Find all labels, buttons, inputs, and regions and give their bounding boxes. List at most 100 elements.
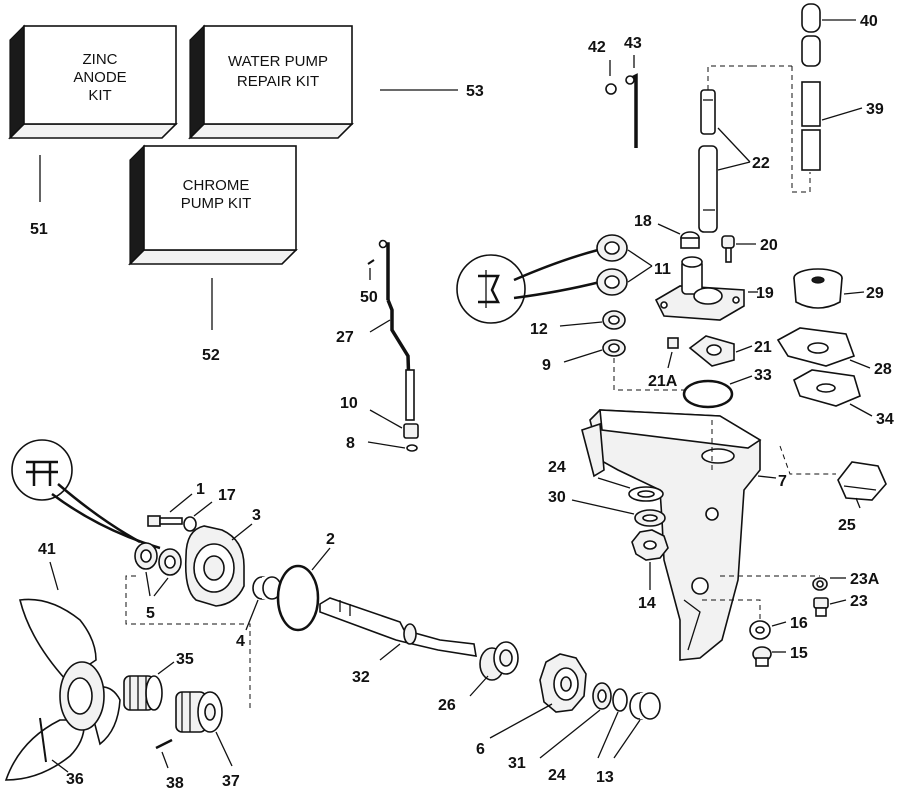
chrome-pump-kit-box: CHROME PUMP KIT bbox=[128, 144, 298, 266]
callout-26: 26 bbox=[438, 697, 456, 714]
seal-inset-11 bbox=[456, 248, 601, 324]
callout-31: 31 bbox=[508, 755, 526, 772]
drive-hub-37 bbox=[175, 691, 233, 767]
impeller-key-21A bbox=[667, 337, 679, 369]
callout-14: 14 bbox=[638, 595, 656, 612]
callout-34: 34 bbox=[876, 411, 894, 428]
water-kit-line2: REPAIR KIT bbox=[237, 73, 319, 90]
callout-5: 5 bbox=[146, 605, 155, 622]
zinc-kit-line2: ANODE bbox=[73, 69, 126, 86]
driveshaft-extension-40 bbox=[801, 3, 856, 67]
seal-11 bbox=[596, 234, 653, 296]
bushing-9 bbox=[563, 339, 626, 363]
bearing-30 bbox=[571, 499, 666, 527]
callout-29: 29 bbox=[866, 285, 884, 302]
pinion-gear-14 bbox=[631, 529, 669, 590]
pump-housing-19 bbox=[654, 256, 758, 321]
o-ring-2 bbox=[276, 547, 331, 632]
callout-13: 13 bbox=[596, 769, 614, 786]
chrome-kit-line1: CHROME bbox=[183, 177, 250, 194]
callout-11: 11 bbox=[654, 261, 671, 278]
propeller-shaft-32 bbox=[319, 597, 477, 661]
callout-37: 37 bbox=[222, 773, 240, 790]
callout-39: 39 bbox=[866, 101, 884, 118]
bearing-housing-3 bbox=[184, 523, 253, 607]
plug-15 bbox=[752, 646, 786, 667]
zinc-kit-line3: KIT bbox=[88, 87, 111, 104]
clutch-dog-26 bbox=[469, 641, 519, 697]
callout-10: 10 bbox=[340, 395, 358, 412]
callout-2: 2 bbox=[326, 531, 335, 548]
callout-42: 42 bbox=[588, 39, 606, 56]
bushing-18 bbox=[657, 223, 700, 249]
gear-25 bbox=[837, 461, 887, 509]
bushing-13 bbox=[613, 692, 661, 759]
callout-15: 15 bbox=[790, 645, 808, 662]
callout-4: 4 bbox=[236, 633, 245, 650]
plate-28 bbox=[776, 327, 871, 369]
connector-10 bbox=[369, 409, 419, 439]
nut-42 bbox=[605, 60, 617, 95]
callout-20: 20 bbox=[760, 237, 778, 254]
water-pump-repair-kit-box: WATER PUMP REPAIR KIT bbox=[188, 24, 354, 140]
callout-23: 23 bbox=[850, 593, 868, 610]
callout-24-bottom: 24 bbox=[548, 767, 566, 784]
gearcase-7 bbox=[581, 409, 777, 661]
gasket-16 bbox=[749, 620, 787, 640]
bearing-31 bbox=[539, 682, 612, 759]
rod-43 bbox=[625, 55, 638, 148]
callout-52: 52 bbox=[202, 347, 220, 364]
callout-51: 51 bbox=[30, 221, 48, 238]
callout-19: 19 bbox=[756, 285, 774, 302]
zinc-anode-kit-box: ZINC ANODE KIT bbox=[8, 24, 178, 140]
plug-gasket-23A bbox=[812, 577, 846, 591]
washer-24-top bbox=[597, 477, 664, 502]
zinc-kit-line1: ZINC bbox=[83, 51, 118, 68]
callout-36: 36 bbox=[66, 771, 84, 788]
impeller-21 bbox=[688, 335, 753, 367]
shift-rod-27 bbox=[369, 239, 415, 421]
callout-28: 28 bbox=[874, 361, 892, 378]
callout-40: 40 bbox=[860, 13, 878, 30]
callout-21A: 21A bbox=[648, 373, 678, 390]
driveshaft-spacer-39 bbox=[801, 81, 863, 171]
callout-12: 12 bbox=[530, 321, 548, 338]
cotter-pin-36 bbox=[39, 717, 69, 773]
seal-5 bbox=[134, 542, 182, 597]
bushing-4 bbox=[245, 576, 282, 631]
callout-9: 9 bbox=[542, 357, 551, 374]
plug-23 bbox=[813, 597, 847, 617]
callout-25: 25 bbox=[838, 517, 856, 534]
driveshaft-22 bbox=[698, 89, 751, 233]
screw-1 bbox=[147, 493, 193, 527]
washer-24-bottom bbox=[597, 688, 628, 759]
bearing-12 bbox=[559, 310, 626, 330]
pin-50 bbox=[367, 259, 375, 280]
callout-27: 27 bbox=[336, 329, 354, 346]
callout-8: 8 bbox=[346, 435, 355, 452]
callout-41: 41 bbox=[38, 541, 56, 558]
callout-32: 32 bbox=[352, 669, 370, 686]
callout-6: 6 bbox=[476, 741, 485, 758]
chrome-kit-line2: PUMP KIT bbox=[181, 195, 252, 212]
hub-35 bbox=[123, 661, 175, 711]
screw-20 bbox=[721, 235, 756, 263]
callout-1: 1 bbox=[196, 481, 205, 498]
callout-22: 22 bbox=[752, 155, 770, 172]
callout-21: 21 bbox=[754, 339, 772, 356]
washer-17 bbox=[183, 501, 213, 532]
pump-cup-29 bbox=[793, 268, 865, 309]
seal-inset-5 bbox=[11, 439, 161, 550]
o-ring-33 bbox=[682, 375, 753, 409]
forward-gear-6 bbox=[489, 653, 587, 739]
o-ring-8 bbox=[367, 441, 418, 452]
pin-38 bbox=[155, 738, 173, 769]
callout-43: 43 bbox=[624, 35, 642, 52]
callout-17: 17 bbox=[218, 487, 236, 504]
callout-23A: 23A bbox=[850, 571, 880, 588]
callout-18: 18 bbox=[634, 213, 652, 230]
propeller-41 bbox=[4, 561, 121, 781]
callout-50: 50 bbox=[360, 289, 378, 306]
